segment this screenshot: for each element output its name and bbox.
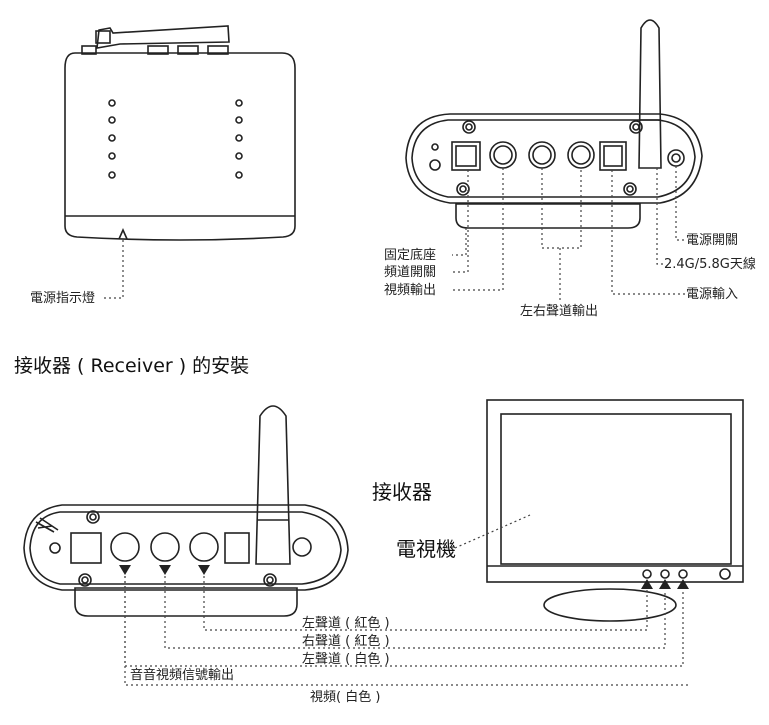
tv-label: 電視機 [396, 537, 456, 561]
tv-input-arrows [641, 579, 689, 589]
power-in-label: 電源輸入 [686, 287, 739, 302]
receiver-top-view [64, 25, 296, 241]
right-red-label: 右聲道 ( 紅色 ) [302, 634, 390, 649]
left-white-label: 左聲道 ( 白色 ) [302, 652, 390, 667]
av-out-label: 音音視頻信號輸出 [130, 668, 235, 683]
video-white-label: 視頻( 白色 ) [310, 690, 381, 705]
tv-drawing [486, 399, 744, 622]
antenna-label: 2.4G/5.8G天線 [664, 257, 756, 272]
video-out-label: 視頻輸出 [384, 283, 437, 298]
lr-audio-out-label: 左右聲道輸出 [520, 304, 599, 319]
receiver-label: 接收器 [372, 480, 432, 504]
rca-arrows [119, 565, 210, 575]
receiver-install-view [23, 405, 349, 617]
left-red-label: 左聲道 ( 紅色 ) [302, 616, 390, 631]
power-led-label: 電源指示燈 [30, 291, 96, 306]
section-title: 接收器 ( Receiver ) 的安裝 [14, 355, 250, 377]
channel-switch-label: 頻道開關 [384, 265, 437, 280]
leader-lines [104, 166, 690, 686]
fixed-base-label: 固定底座 [384, 248, 437, 263]
receiver-back-view [405, 19, 703, 229]
power-switch-label: 電源開關 [686, 233, 739, 248]
